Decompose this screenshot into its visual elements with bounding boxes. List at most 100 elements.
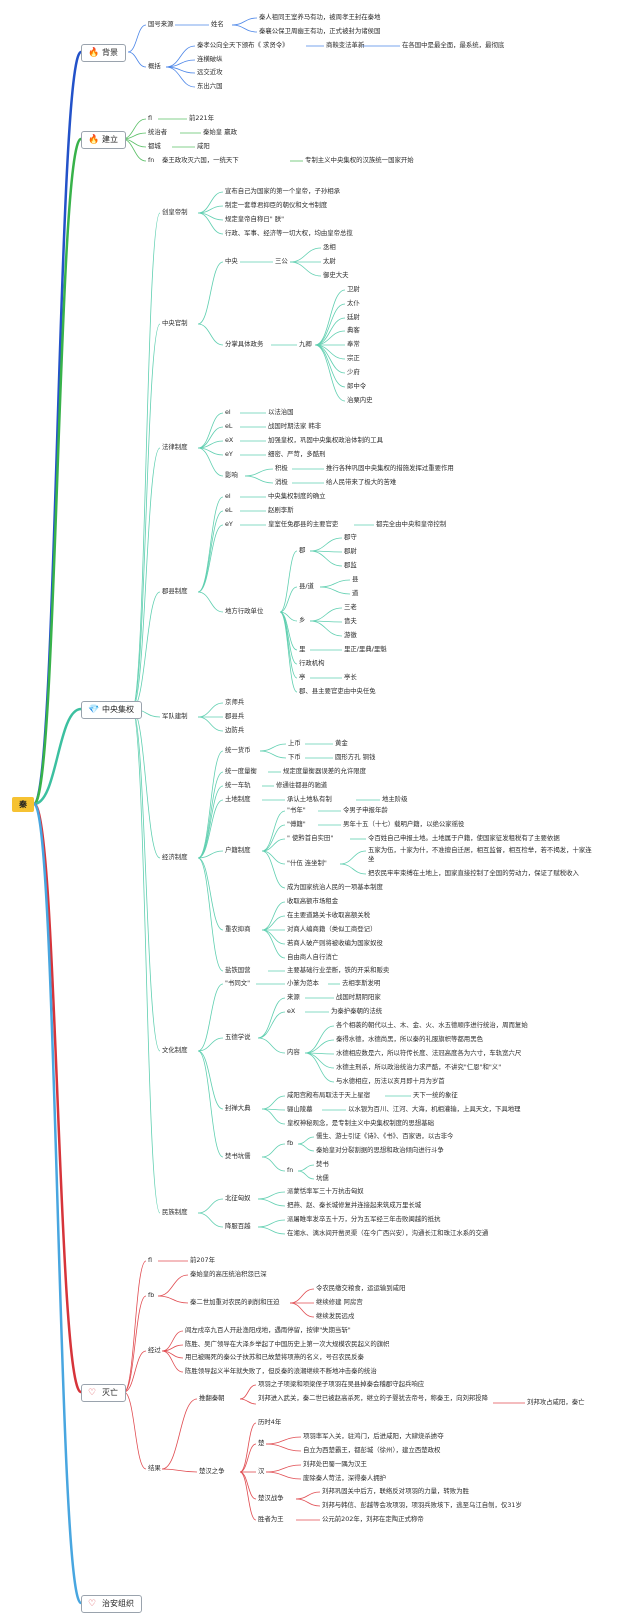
- node[interactable]: 统治者: [148, 128, 168, 136]
- node[interactable]: 楚汉之争: [199, 1467, 225, 1475]
- node[interactable]: 县/道: [299, 582, 314, 590]
- node[interactable]: 令农民缴交粮食，运运输到咸阳: [316, 1284, 406, 1292]
- node[interactable]: 商鞅变法革新: [326, 41, 365, 49]
- node[interactable]: 丞相: [323, 243, 336, 251]
- node[interactable]: 军队建制: [162, 712, 188, 720]
- node[interactable]: 赵剧李斯: [268, 506, 294, 514]
- node[interactable]: 内容: [287, 1048, 300, 1056]
- node[interactable]: 咸阳宫殿布局取法于天上星宿: [287, 1091, 371, 1099]
- node[interactable]: 秦孝公向全天下颁布《 求贤令》: [197, 41, 289, 49]
- node[interactable]: 承认土地私有制: [287, 795, 332, 803]
- node[interactable]: 户籍制度: [225, 846, 251, 854]
- node[interactable]: 消极: [275, 478, 288, 486]
- node[interactable]: 继续修建 阿房宫: [316, 1298, 363, 1306]
- node[interactable]: 创皇帝制: [162, 208, 188, 216]
- node[interactable]: 五德学说: [225, 1033, 251, 1041]
- section-security[interactable]: ♡治安组织: [81, 1595, 142, 1613]
- node[interactable]: 三公: [275, 257, 288, 265]
- node[interactable]: 民族制度: [162, 1208, 188, 1216]
- node[interactable]: 秦襄公保卫周幽王有功，正式被封为诸侯国: [259, 27, 381, 35]
- node[interactable]: 连横破纵: [197, 55, 223, 63]
- node[interactable]: 太仆: [347, 299, 360, 307]
- node[interactable]: 行政机构: [299, 659, 325, 667]
- node[interactable]: 秦得水德，水德尚黑，所以秦的礼服旗帜等都用黑色: [336, 1035, 483, 1043]
- node[interactable]: 胜者为王: [258, 1515, 284, 1523]
- node[interactable]: 水德主刑杀，所以政治统治力求严酷，不讲究"仁恩"和"义": [336, 1063, 502, 1071]
- node[interactable]: 给人民带来了极大的苦难: [326, 478, 397, 486]
- node[interactable]: 秦王政攻灭六国，一统天下: [162, 156, 239, 164]
- node[interactable]: 坑儒: [316, 1174, 329, 1182]
- node[interactable]: 姓名: [211, 20, 224, 28]
- node[interactable]: 啬夫: [344, 617, 357, 625]
- node[interactable]: eL: [225, 422, 233, 430]
- node[interactable]: 公元前202年，刘邦在定陶正式称帝: [322, 1515, 424, 1523]
- node[interactable]: 主要基础行业垄断，铁的开采和贩卖: [287, 966, 390, 974]
- node[interactable]: 把燕、赵、秦长城修复并连接起来筑成万里长城: [287, 1201, 422, 1209]
- node[interactable]: 咸阳: [197, 142, 210, 150]
- node[interactable]: eX: [287, 1007, 296, 1015]
- node[interactable]: 经济制度: [162, 853, 188, 861]
- node[interactable]: 统一货币: [225, 746, 251, 754]
- node[interactable]: 令百姓自己申报土地。土地属于户籍，使国家征发租税有了主要依据: [368, 834, 560, 842]
- node[interactable]: 奉常: [347, 340, 360, 348]
- node[interactable]: "书年": [287, 806, 306, 814]
- node[interactable]: 刘邦攻占咸阳，秦亡: [527, 1398, 585, 1406]
- node[interactable]: 在主要道路关卡收取高额关税: [287, 911, 371, 919]
- node[interactable]: 在各国中是最全面，最系统，最彻底: [402, 41, 505, 49]
- node[interactable]: 东出六国: [197, 82, 223, 90]
- node[interactable]: 对商人编商籍（类似工商登记）: [287, 925, 377, 933]
- node[interactable]: 骊山陵墓: [287, 1105, 313, 1113]
- node[interactable]: 秦人祖同王室养马有功，被周孝王封在秦地: [259, 13, 381, 21]
- node[interactable]: 上币: [288, 739, 301, 747]
- node[interactable]: 郎中令: [347, 382, 367, 390]
- node[interactable]: 分掌具体政务: [225, 340, 264, 348]
- node[interactable]: 宗正: [347, 354, 360, 362]
- node[interactable]: 里正/里典/里魁: [344, 645, 387, 653]
- node[interactable]: fb: [148, 1291, 155, 1299]
- root-node[interactable]: 秦: [12, 797, 34, 812]
- node[interactable]: fl: [148, 114, 153, 122]
- node[interactable]: 各个相袭的朝代以土、木、金、火、水五德顺序进行统治，周而复始: [336, 1021, 528, 1029]
- node[interactable]: 小篆为范本: [287, 979, 319, 987]
- node[interactable]: 乡: [299, 616, 306, 624]
- node[interactable]: 以法治国: [268, 408, 294, 416]
- node[interactable]: 郡: [299, 546, 306, 554]
- node[interactable]: 边防兵: [225, 726, 245, 734]
- node[interactable]: 京师兵: [225, 698, 245, 706]
- node[interactable]: 结果: [148, 1464, 161, 1472]
- node[interactable]: 秦始皇 嬴政: [203, 128, 237, 136]
- node[interactable]: 刘邦与韩信、彭越等会攻项羽，项羽兵败垓下，逃至乌江自刎，仅31岁: [322, 1501, 522, 1509]
- node[interactable]: 前221年: [189, 114, 214, 122]
- section-centralization[interactable]: 💎中央集权: [81, 701, 142, 719]
- node[interactable]: 下币: [288, 753, 301, 761]
- node[interactable]: 令男子申报年龄: [343, 806, 388, 814]
- node[interactable]: 修通往都县的驰道: [276, 781, 328, 789]
- node[interactable]: 刘邦进入武关，秦二世已被赵高杀死，继立的子婴犹去帝号，称秦王，向刘邦投降: [258, 1394, 489, 1402]
- node[interactable]: 统一度量衡: [225, 767, 257, 775]
- node[interactable]: 地主阶级: [382, 795, 408, 803]
- node[interactable]: fl: [148, 1256, 153, 1264]
- node[interactable]: 把农民牢牢束缚在土地上，国家直接控制了全国的劳动力，保证了赋税收入: [368, 869, 579, 877]
- node[interactable]: el: [225, 408, 231, 416]
- node[interactable]: 自立为西楚霸王，都彭城（徐州），建立西楚政权: [303, 1446, 441, 1454]
- node[interactable]: 封禅大典: [225, 1104, 251, 1112]
- node[interactable]: 楚: [258, 1439, 265, 1447]
- node[interactable]: 土地制度: [225, 795, 251, 803]
- node[interactable]: 九卿: [299, 340, 312, 348]
- node[interactable]: fb: [287, 1139, 294, 1147]
- section-establish[interactable]: 🔥建立: [81, 131, 126, 149]
- node[interactable]: 游徼: [344, 631, 357, 639]
- node[interactable]: 去相李斯发明: [342, 979, 381, 987]
- node[interactable]: 中央: [225, 257, 238, 265]
- node[interactable]: 派蒙恬率军三十万抗击匈奴: [287, 1187, 364, 1195]
- node[interactable]: 推行各种巩固中央集权的措施发挥过重要作用: [326, 464, 454, 472]
- node[interactable]: el: [225, 492, 231, 500]
- node[interactable]: 郡县制度: [162, 587, 188, 595]
- node[interactable]: 郡县兵: [225, 712, 245, 720]
- node[interactable]: 圆形方孔 铜钱: [335, 753, 376, 761]
- node[interactable]: 文化制度: [162, 1046, 188, 1054]
- node[interactable]: 郡监: [344, 561, 357, 569]
- node[interactable]: 焚书: [316, 1160, 329, 1168]
- node[interactable]: 继续发民远戍: [316, 1312, 355, 1320]
- node[interactable]: 重农抑商: [225, 925, 251, 933]
